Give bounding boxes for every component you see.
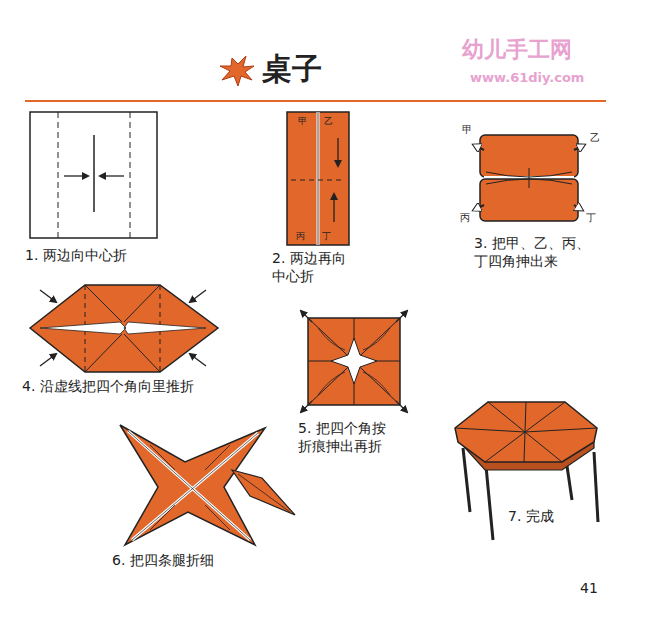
step-caption: 3. 把甲、乙、丙、 丁四角抻出来 xyxy=(474,235,594,270)
page-title: 桌子 xyxy=(262,50,322,88)
step1-figure xyxy=(30,112,157,238)
step3-figure xyxy=(474,135,584,221)
corner-mark: 丁 xyxy=(586,212,596,225)
step4-figure xyxy=(30,285,218,372)
step2-figure xyxy=(287,112,349,245)
splash-icon xyxy=(220,56,254,86)
step5-figure xyxy=(301,311,407,412)
page-number: 41 xyxy=(580,580,598,598)
corner-mark: 丙 xyxy=(296,231,305,242)
step-caption: 5. 把四个角按 折痕抻出再折 xyxy=(298,420,390,455)
corner-mark: 丁 xyxy=(322,231,331,242)
corner-mark: 乙 xyxy=(590,132,600,145)
step-caption: 4. 沿虚线把四个角向里推折 xyxy=(22,378,194,396)
corner-mark: 乙 xyxy=(324,116,333,127)
corner-mark: 丙 xyxy=(460,212,470,225)
step-caption: 1. 两边向中心折 xyxy=(25,247,127,265)
watermark: 幼儿手工网 xyxy=(462,36,572,64)
header-rule xyxy=(25,100,606,102)
step-caption: 2. 两边再向 中心折 xyxy=(272,250,362,285)
corner-mark: 甲 xyxy=(462,124,472,137)
step6-figure xyxy=(120,425,295,545)
step-caption: 7. 完成 xyxy=(508,508,554,526)
watermark: www.61diy.com xyxy=(470,70,584,86)
step-caption: 6. 把四条腿折细 xyxy=(112,552,214,570)
corner-mark: 甲 xyxy=(298,116,307,127)
step7-figure xyxy=(455,402,598,540)
